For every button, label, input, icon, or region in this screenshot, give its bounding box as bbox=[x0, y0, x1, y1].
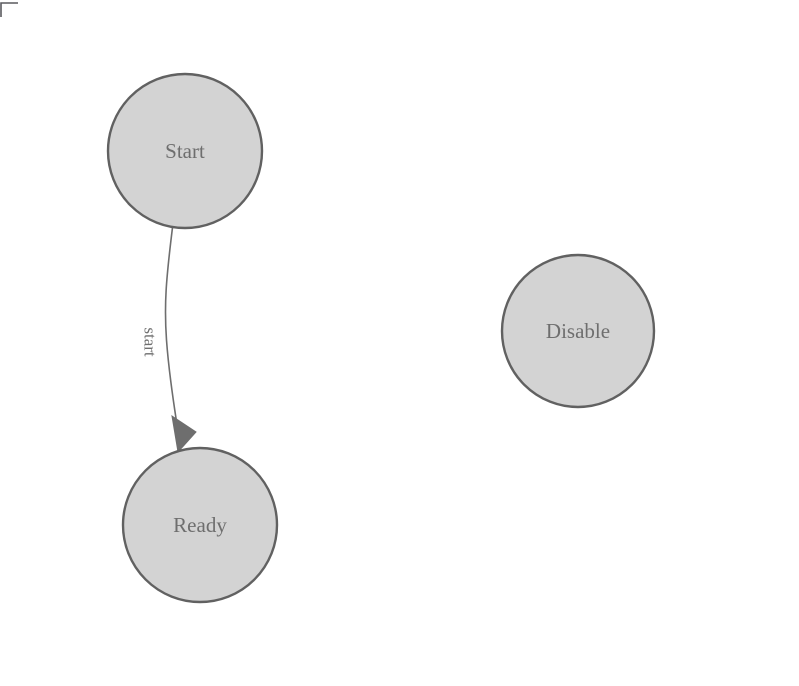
node-disable-label: Disable bbox=[546, 319, 610, 343]
node-start-label: Start bbox=[165, 139, 205, 163]
node-start[interactable]: Start bbox=[106, 72, 264, 230]
node-ready-label: Ready bbox=[173, 513, 227, 537]
edge-start-to-ready-label: start bbox=[141, 327, 160, 357]
top-left-corner-mark bbox=[0, 2, 18, 17]
node-disable-shape bbox=[500, 253, 656, 409]
node-ready[interactable]: Ready bbox=[121, 446, 279, 604]
node-disable[interactable]: Disable bbox=[500, 253, 656, 409]
edge-start-to-ready-arrowhead-icon bbox=[171, 414, 197, 454]
edge-start-to-ready-path bbox=[164, 227, 179, 429]
node-start-shape bbox=[106, 72, 264, 230]
edge-start-to-ready[interactable]: start bbox=[141, 227, 197, 454]
node-ready-shape bbox=[121, 446, 279, 604]
